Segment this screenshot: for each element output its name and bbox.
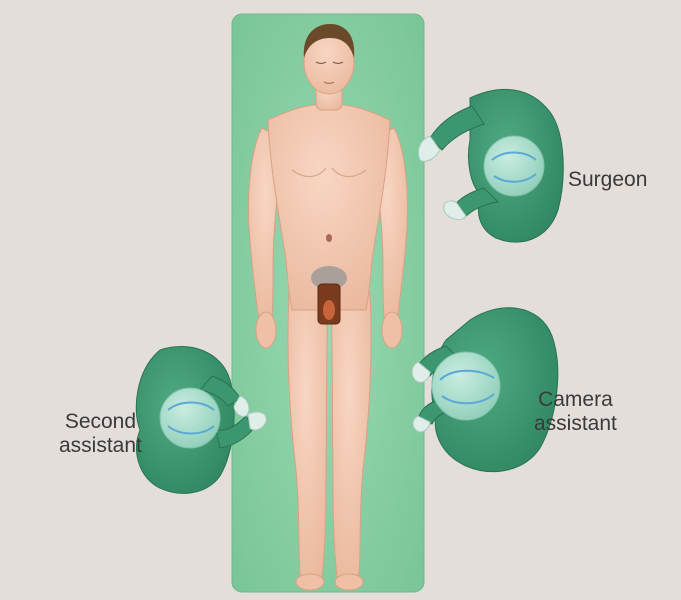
- second-assistant-cap: [160, 388, 220, 448]
- label-camera-line1: Camera: [534, 388, 617, 412]
- surgeon-figure: [418, 89, 563, 242]
- camera-assistant-cap: [432, 352, 500, 420]
- label-second-line2: assistant: [59, 434, 142, 458]
- label-surgeon: Surgeon: [568, 168, 647, 192]
- label-second-line1: Second: [59, 410, 142, 434]
- label-surgeon-text: Surgeon: [568, 168, 647, 192]
- label-second-assistant: Second assistant: [59, 410, 142, 458]
- label-camera-line2: assistant: [534, 412, 617, 436]
- surgeon-cap: [484, 136, 544, 196]
- label-camera-assistant: Camera assistant: [534, 388, 617, 436]
